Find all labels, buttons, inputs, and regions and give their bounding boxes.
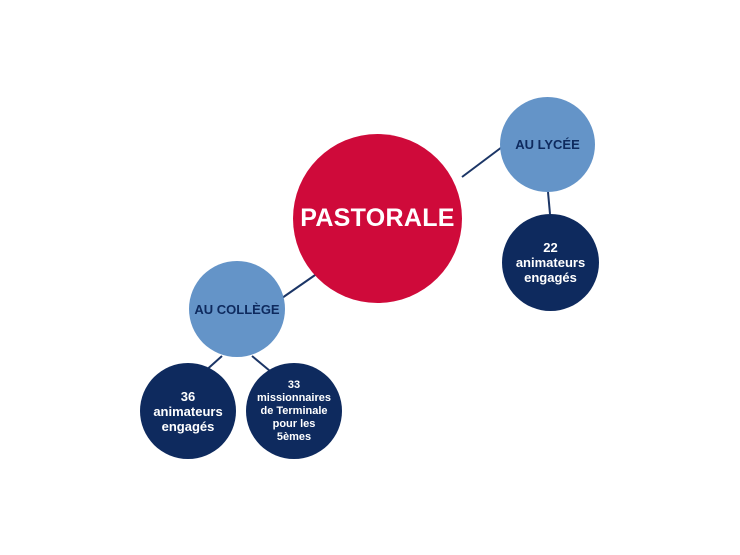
connector-center-college — [281, 272, 319, 299]
lycee-stat-text: 22 animateurs engagés — [515, 240, 586, 285]
center-node-pastorale: PASTORALE — [293, 134, 462, 303]
college-stat-animateurs-text: 36 animateurs engagés — [153, 388, 223, 434]
lycee-label: AU LYCÉE — [515, 137, 580, 152]
branch-node-college: AU COLLÈGE — [189, 261, 285, 357]
connector-lycee-stat — [547, 191, 551, 215]
branch-node-lycee: AU LYCÉE — [500, 97, 595, 192]
connector-college-stat2 — [251, 355, 271, 372]
college-label: AU COLLÈGE — [194, 301, 280, 317]
connector-center-lycee — [461, 146, 503, 178]
stat-node-lycee-animateurs: 22 animateurs engagés — [502, 214, 599, 311]
college-stat-missionnaires-text: 33 missionnaires de Terminale pour les 5… — [257, 378, 331, 443]
stat-node-college-missionnaires: 33 missionnaires de Terminale pour les 5… — [246, 363, 342, 459]
center-label: PASTORALE — [300, 204, 455, 232]
stat-node-college-animateurs: 36 animateurs engagés — [140, 363, 236, 459]
